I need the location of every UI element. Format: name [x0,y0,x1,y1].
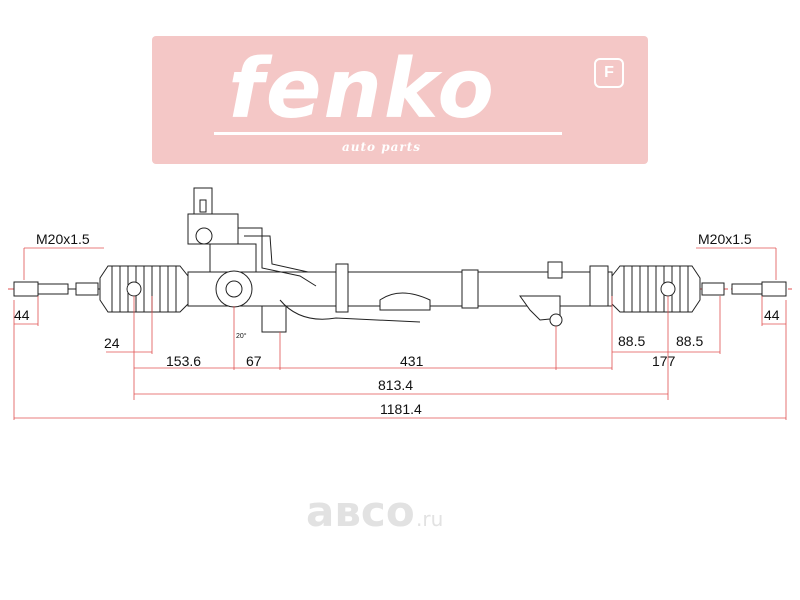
dim-88-5-b: 88.5 [676,333,703,349]
left-tie-rod-end [13,281,100,297]
logo-banner: fenko F auto parts [152,36,648,164]
dim-177: 177 [652,353,676,369]
dim-1181-4: 1181.4 [380,401,422,417]
dim-431: 431 [400,353,424,369]
rack-housing [187,261,613,327]
thread-label-right: M20x1.5 [698,231,752,247]
dim-153-6: 153.6 [166,353,201,369]
dim-24: 24 [104,335,120,351]
dim-813-4: 813.4 [378,377,413,393]
logo-underline [214,132,562,135]
watermark-suffix: .ru [416,507,443,531]
watermark-name: авсо [306,487,415,536]
right-tie-rod-end [701,281,787,297]
brand-wordmark: fenko [228,42,496,137]
brand-tagline: auto parts [342,140,422,154]
dim-67: 67 [246,353,262,369]
thread-label-left: M20x1.5 [36,231,90,247]
brand-badge-icon: F [594,58,624,88]
valve-body [187,187,421,333]
right-boot [611,265,701,313]
watermark: авсо .ru [306,487,443,536]
end-length-right: 44 [764,307,780,323]
end-length-left: 44 [14,307,30,323]
dim-88-5-a: 88.5 [618,333,645,349]
angle-label: 20° [236,332,247,340]
dimension-lines [13,247,787,420]
left-boot [99,265,189,313]
